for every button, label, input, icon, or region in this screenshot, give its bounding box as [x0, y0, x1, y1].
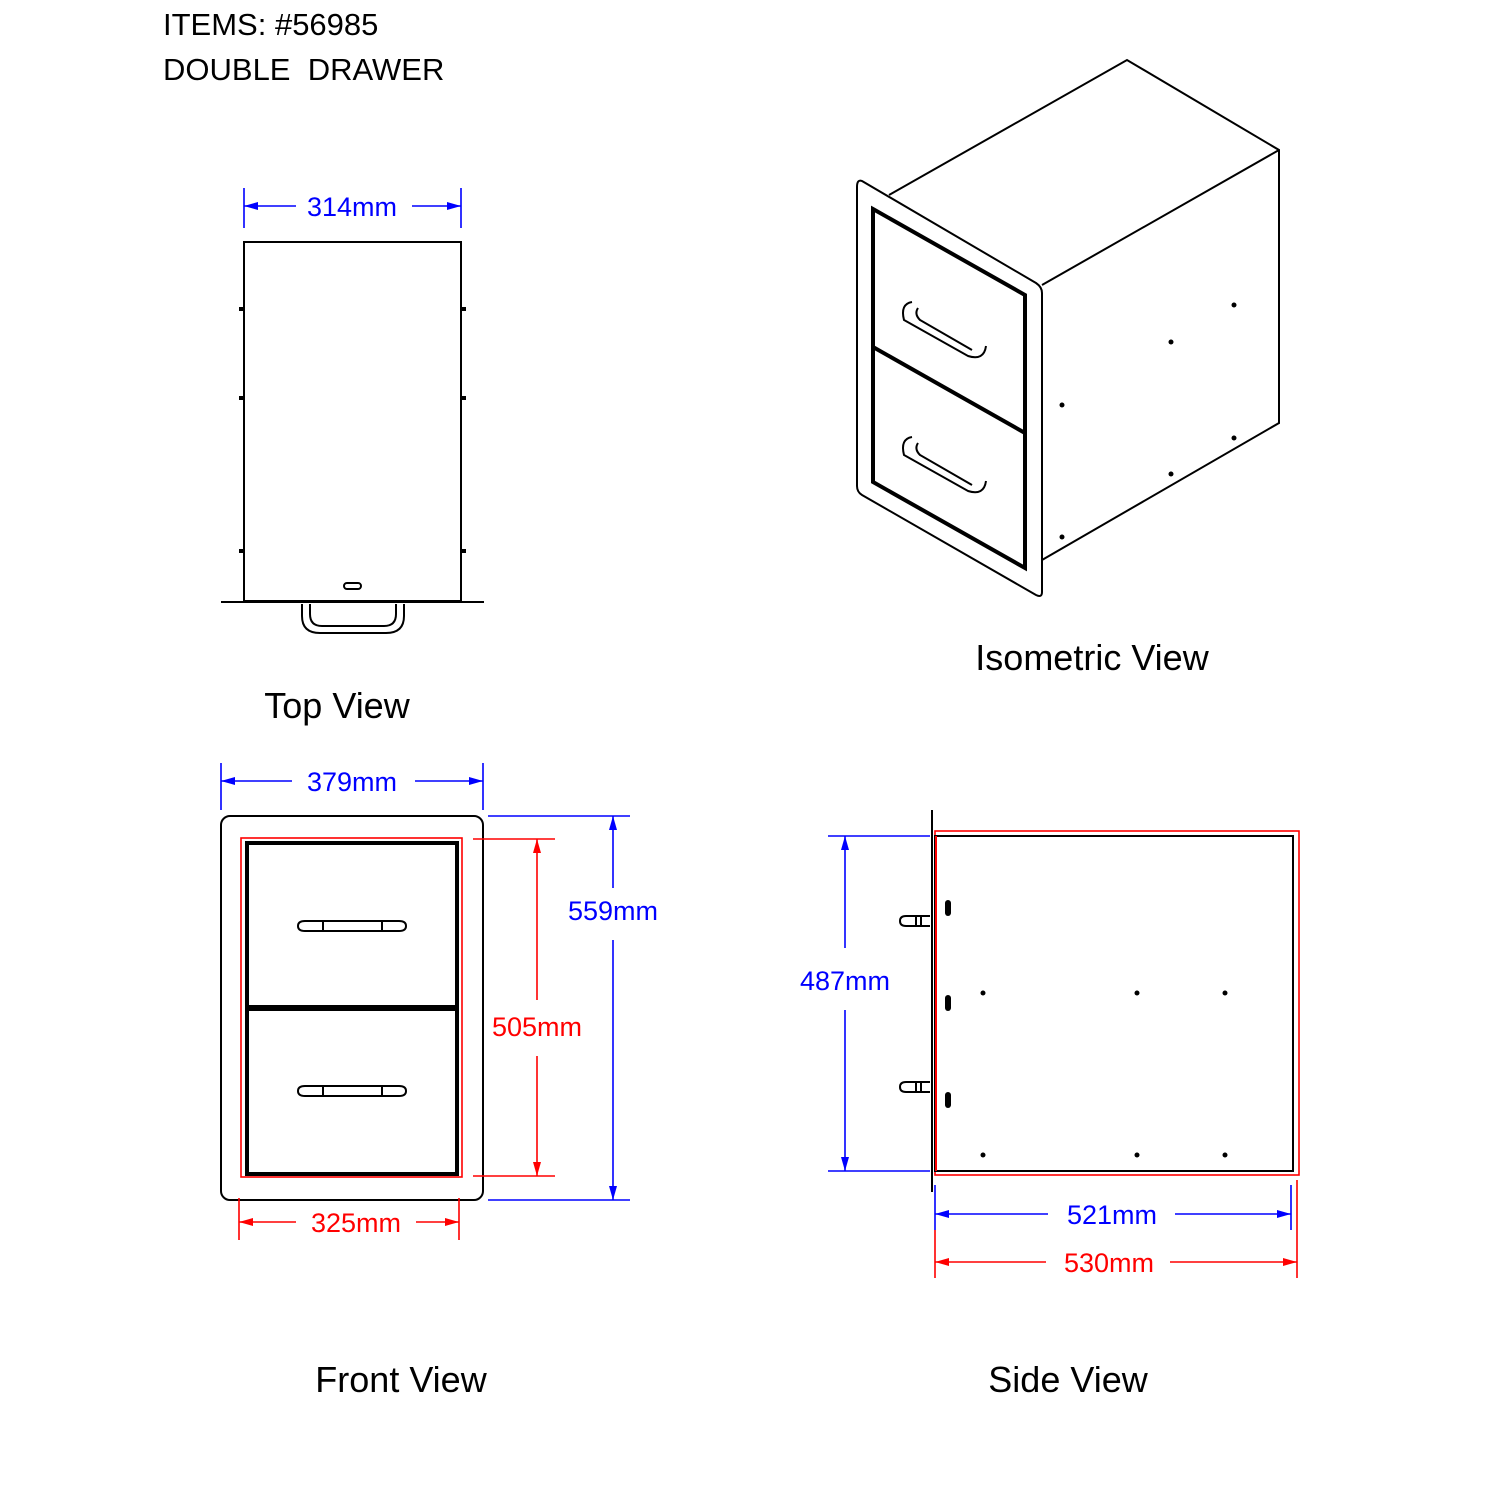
dim-ext — [934, 1185, 1292, 1230]
dim-ext — [473, 838, 555, 1177]
front-handle-upper-icon — [296, 920, 408, 932]
dim-ext — [488, 815, 630, 1201]
mounting-tabs — [239, 307, 466, 553]
side-view-label: Side View — [988, 1359, 1148, 1400]
front-handle-lower-icon — [296, 1085, 408, 1097]
iso-handle-upper-icon — [902, 301, 987, 359]
side-screw-holes — [980, 990, 1228, 1158]
top-view: 314mm Top View — [221, 188, 484, 726]
iso-drawer-panel — [871, 205, 1027, 572]
front-cutout-outline — [240, 837, 463, 1178]
side-handle-upper-icon — [898, 915, 930, 927]
top-body — [243, 241, 462, 602]
top-handle-icon — [301, 604, 405, 634]
side-slots — [945, 900, 951, 1108]
front-view-label: Front View — [315, 1359, 487, 1400]
side-handle-lower-icon — [898, 1081, 930, 1093]
front-view: 379mm 559mm 505mm 325mm Front View — [220, 763, 658, 1400]
side-height-dim: 487mm — [800, 966, 890, 996]
top-view-label: Top View — [264, 685, 410, 726]
front-drawer-lower — [245, 1007, 459, 1176]
side-cutout-outline — [934, 830, 1300, 1176]
iso-handle-lower-icon — [902, 436, 987, 494]
front-outer-height-dim: 559mm — [568, 896, 658, 926]
side-depth-overall-dim: 530mm — [1064, 1248, 1154, 1278]
product-name: DOUBLE DRAWER — [163, 52, 444, 87]
side-view: 487mm 521mm 530mm Side View — [800, 810, 1300, 1400]
side-depth-inner-dim: 521mm — [1067, 1200, 1157, 1230]
front-drawer-upper — [245, 841, 459, 1009]
front-cutout-width-dim: 325mm — [311, 1208, 401, 1238]
iso-screw-holes — [1059, 302, 1237, 540]
front-outer-width-dim: 379mm — [307, 767, 397, 797]
front-cutout-height-dim: 505mm — [492, 1012, 582, 1042]
dim-ext — [220, 763, 484, 810]
dim-ext — [828, 835, 930, 1172]
isometric-view: Isometric View — [856, 58, 1280, 678]
items-number: ITEMS: #56985 — [163, 7, 378, 42]
top-slot — [343, 582, 362, 590]
side-body — [934, 835, 1294, 1172]
front-frame — [220, 815, 484, 1201]
isometric-view-label: Isometric View — [975, 637, 1209, 678]
top-width-dim: 314mm — [307, 192, 397, 222]
iso-frame — [856, 179, 1043, 597]
iso-drawer-divider — [872, 345, 1026, 435]
iso-box — [888, 58, 1280, 561]
